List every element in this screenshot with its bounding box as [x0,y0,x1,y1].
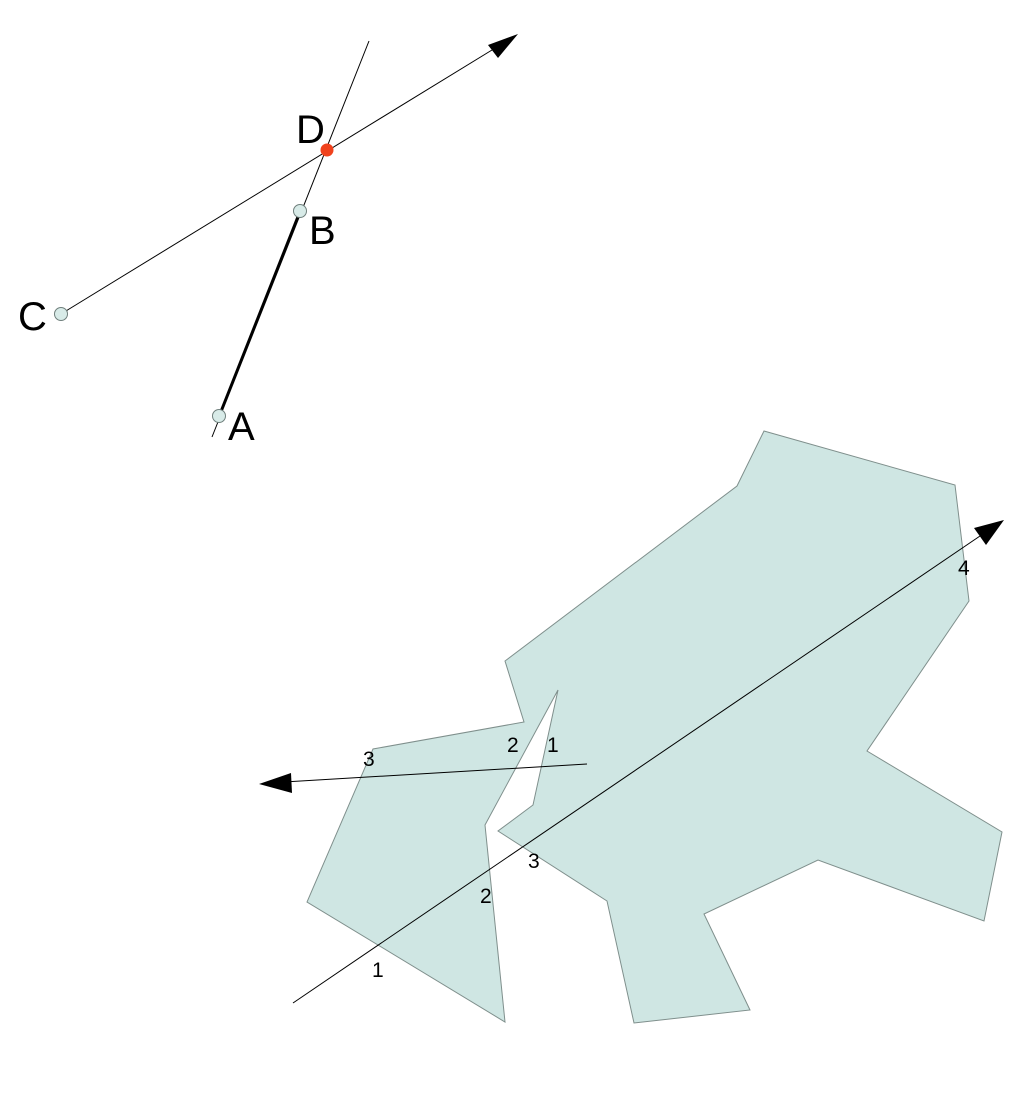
long-ray-intersection-4: 4 [958,557,970,580]
point-b[interactable] [293,204,307,218]
segment-a-b [217,210,302,417]
point-a[interactable] [212,409,226,423]
point-d[interactable] [320,143,334,157]
long-ray-intersection-1: 1 [372,959,384,982]
ray-from-c [60,49,493,315]
long-ray-intersection-3: 3 [528,850,540,873]
ray-long [292,535,981,1004]
point-c[interactable] [54,307,68,321]
label-d: D [296,108,325,152]
ray-short [283,763,588,783]
ray-short-arrowhead-icon [259,773,292,793]
ray-long-arrowhead-icon [974,520,1004,545]
short-ray-intersection-3: 3 [363,748,375,771]
ray-c-arrowhead-icon [488,34,518,58]
label-c: C [18,295,47,339]
short-ray-intersection-1: 1 [547,734,559,757]
polygon-shape [306,430,1003,1024]
long-ray-intersection-2: 2 [480,885,492,908]
label-a: A [228,405,255,449]
label-b: B [309,209,336,253]
line-a-b-extension [211,40,370,438]
short-ray-intersection-2: 2 [507,734,519,757]
